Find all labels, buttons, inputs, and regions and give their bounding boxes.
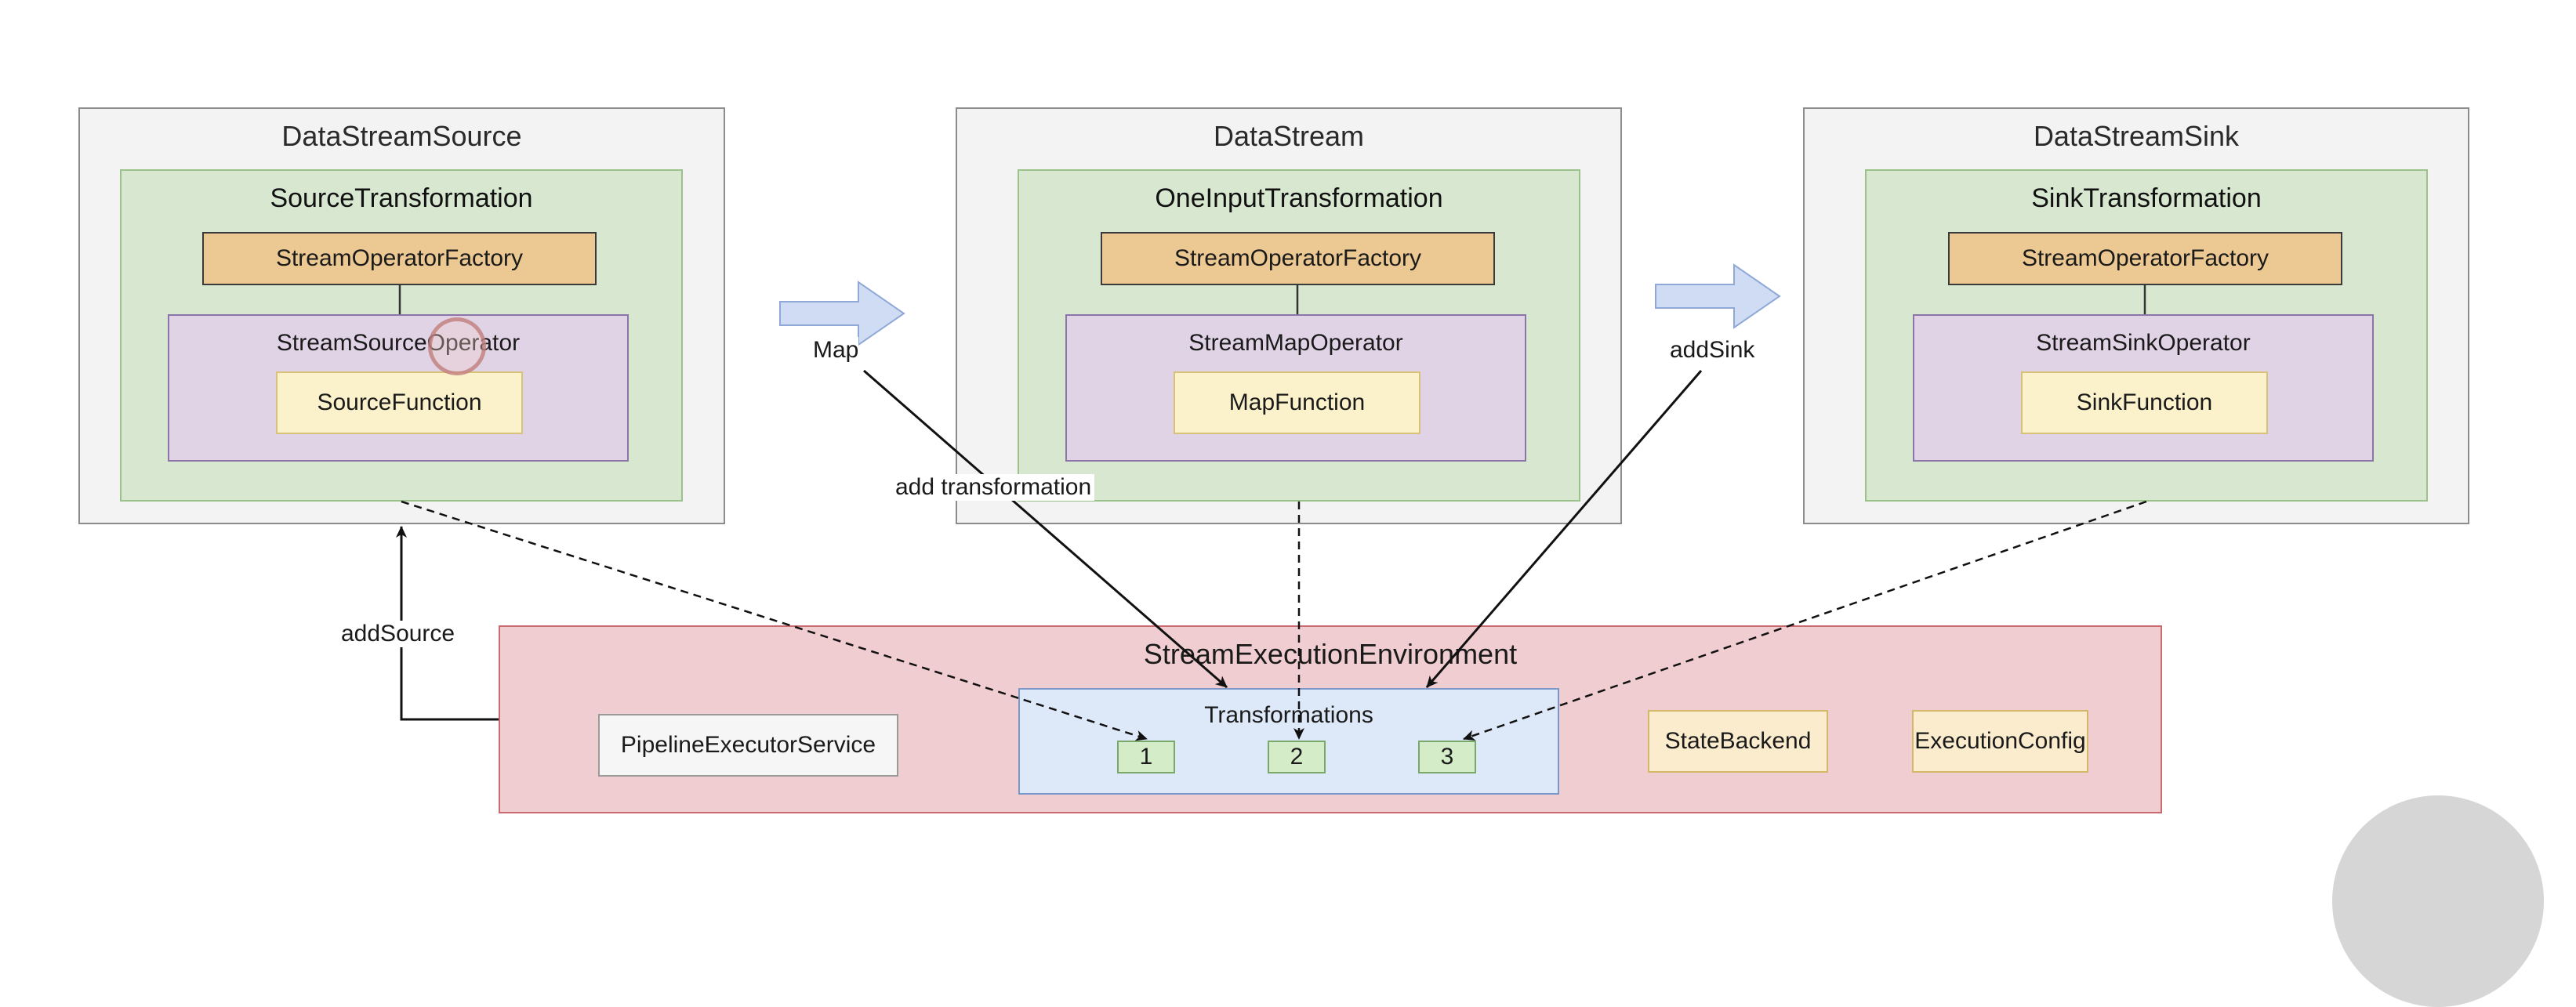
source-transformation-title: SourceTransformation [270,183,533,213]
source-operator-factory: StreamOperatorFactory [202,232,597,285]
pipeline-executor-service: PipelineExecutorService [598,714,898,777]
transformations-title: Transformations [1204,702,1373,728]
map-operator-title: StreamMapOperator [1188,330,1403,356]
corner-avatar [2332,795,2544,1007]
state-backend-box: StateBackend [1648,710,1828,773]
cursor-indicator [428,317,486,375]
datastreamsource-title: DataStreamSource [281,120,522,152]
map-function-box: MapFunction [1174,371,1420,434]
sink-operator-factory: StreamOperatorFactory [1948,232,2342,285]
transformation-item-2: 2 [1268,741,1326,773]
stream-execution-environment-title: StreamExecutionEnvironment [1143,638,1518,670]
add-transformation-label: add transformation [892,474,1095,501]
oneinput-transformation-title: OneInputTransformation [1155,183,1443,213]
datastream-title: DataStream [1213,120,1365,152]
sink-operator-title: StreamSinkOperator [2036,330,2251,356]
transformation-item-3: 3 [1418,741,1476,773]
transformation-item-1: 1 [1117,741,1175,773]
sink-function-box: SinkFunction [2021,371,2268,434]
execution-config-box: ExecutionConfig [1912,710,2088,773]
datastreamsink-title: DataStreamSink [2033,120,2240,152]
sink-transformation-title: SinkTransformation [2031,183,2262,213]
source-function-box: SourceFunction [276,371,523,434]
source-operator-title: StreamSourceOperator [276,330,521,356]
stream-operator-factory: StreamOperatorFactory [1101,232,1495,285]
addsink-label: addSink [1670,337,1755,364]
map-label: Map [813,337,859,364]
addsource-label: addSource [341,621,455,647]
